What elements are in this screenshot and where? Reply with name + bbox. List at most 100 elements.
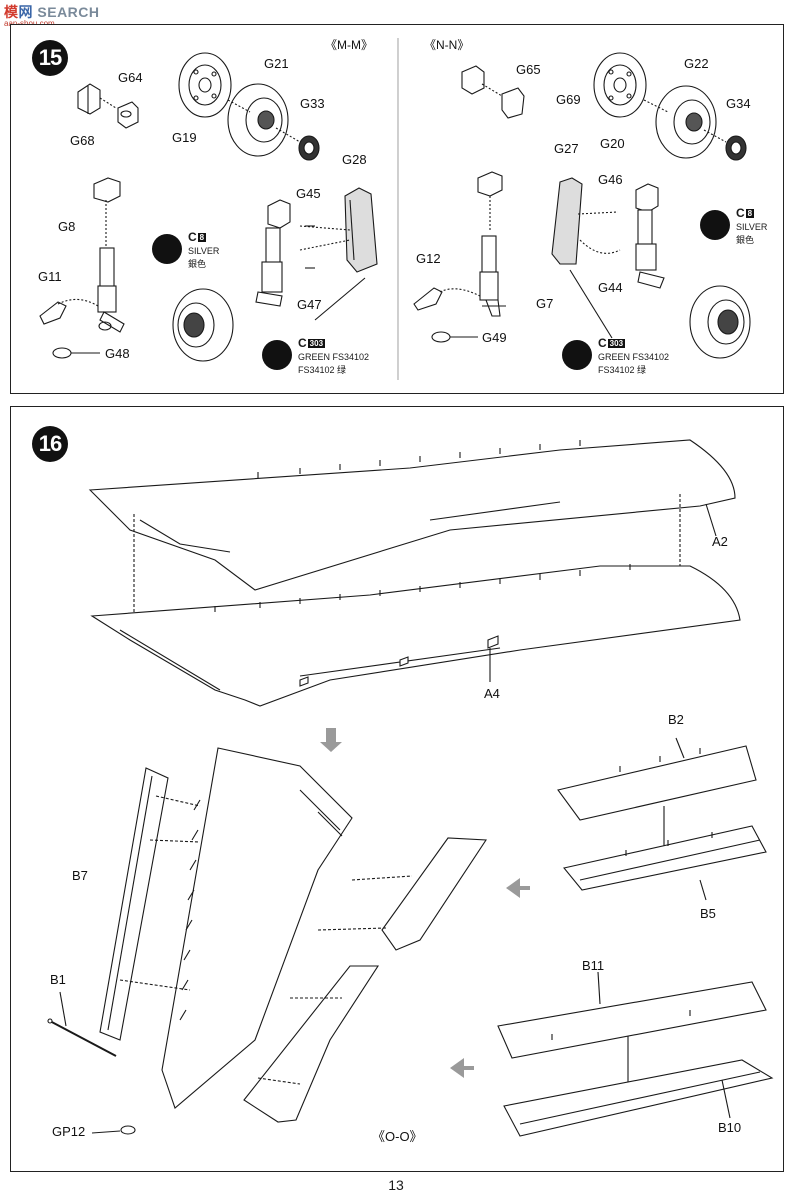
- label-g28: G28: [342, 152, 367, 167]
- part-g34-hubcap: [725, 135, 747, 161]
- arrow-down-icon: [320, 728, 342, 752]
- paint-brush-icon: [262, 340, 292, 370]
- part-g28-door: [344, 187, 378, 273]
- label-g68: G68: [70, 133, 95, 148]
- part-b2-panel: [557, 745, 757, 821]
- part-g8-strut: [93, 177, 125, 333]
- label-g48: G48: [105, 346, 130, 361]
- paint-name-cn: 銀色: [188, 259, 207, 269]
- part-g12-link: [413, 287, 481, 311]
- label-g8: G8: [58, 219, 76, 234]
- label-g65: G65: [516, 62, 541, 77]
- step-16-number: 16: [32, 426, 68, 462]
- page-number: 13: [388, 1177, 404, 1193]
- label-g47: G47: [297, 297, 322, 312]
- part-g33-hubcap: [298, 135, 320, 161]
- label-g11: G11: [38, 269, 62, 284]
- paint-name: SILVER: [736, 222, 768, 232]
- part-g11-link: [39, 298, 99, 325]
- paint-code: C: [736, 206, 745, 220]
- assembly-arrows: [320, 728, 530, 1078]
- part-g65-bracket: [461, 65, 485, 95]
- paint-code: C: [598, 336, 607, 350]
- label-a4: A4: [484, 686, 500, 701]
- watermark-logo: 模网 SEARCH: [4, 2, 100, 22]
- part-b10-panel: [503, 1059, 774, 1137]
- part-b5-panel: [563, 825, 767, 891]
- part-a2-upper-wing: [88, 439, 736, 591]
- label-g19: G19: [172, 130, 197, 145]
- watermark-brand-b: 网: [18, 4, 33, 20]
- arrow-left-icon: [506, 878, 530, 898]
- paint-brush-icon: [700, 210, 730, 240]
- step-15-number: 15: [32, 40, 68, 76]
- label-g7: G7: [536, 296, 554, 311]
- watermark-brand-a: 模: [4, 4, 19, 20]
- part-g21-hub: [178, 52, 232, 118]
- part-g69-bracket: [501, 87, 525, 119]
- paint-name-cn: FS34102 绿: [298, 365, 347, 375]
- watermark-text: SEARCH: [37, 4, 100, 20]
- label-b10: B10: [718, 1120, 742, 1135]
- paint-brush-icon: [152, 234, 182, 264]
- part-aileron-lower: [243, 965, 380, 1123]
- part-aileron-upper: [381, 837, 487, 951]
- arrow-left-icon: [450, 1058, 474, 1078]
- part-g22-hub: [593, 52, 647, 118]
- paint-name: GREEN FS34102: [298, 352, 370, 362]
- label-g22: G22: [684, 56, 709, 71]
- label-g64: G64: [118, 70, 143, 85]
- part-main-gear-assembly-right: [635, 183, 751, 359]
- label-g49: G49: [482, 330, 507, 345]
- paint-name-cn: FS34102 绿: [598, 365, 647, 375]
- part-g27-door: [551, 177, 583, 265]
- section-label-n-n: 《N-N》: [424, 38, 470, 52]
- section-label-m-m: 《M-M》: [325, 38, 373, 52]
- label-b7: B7: [72, 868, 88, 883]
- paint-code: C: [298, 336, 307, 350]
- part-g64-bracket: [117, 101, 139, 129]
- part-a4-lower-wing: [90, 564, 741, 707]
- label-g34: G34: [726, 96, 751, 111]
- paint-name-cn: 銀色: [736, 235, 755, 245]
- part-g20-tire: [655, 85, 717, 159]
- label-g46: G46: [598, 172, 623, 187]
- paint-code: C: [188, 230, 197, 244]
- part-main-gear-assembly-left: [172, 199, 291, 362]
- part-gp12: [120, 1125, 136, 1135]
- part-b7-flap: [99, 767, 169, 1041]
- label-b11: B11: [582, 958, 605, 973]
- watermark-site: aan-shou.com: [4, 19, 55, 28]
- label-g44: G44: [598, 280, 623, 295]
- paint-name: GREEN FS34102: [598, 352, 670, 362]
- step-15-panel: [10, 24, 784, 394]
- part-g19-tire: [227, 83, 289, 157]
- label-g33: G33: [300, 96, 325, 111]
- paint-number: 303: [607, 339, 626, 349]
- paint-number: 8: [197, 233, 207, 243]
- label-gp12: GP12: [52, 1124, 86, 1139]
- part-g68-bracket: [77, 83, 101, 115]
- paint-name: SILVER: [188, 246, 220, 256]
- part-g7-strut: [477, 171, 503, 317]
- label-g12: G12: [416, 251, 441, 266]
- label-b1: B1: [50, 972, 66, 987]
- label-g45: G45: [296, 186, 321, 201]
- part-b1-rod: [47, 1018, 117, 1057]
- label-g69: G69: [556, 92, 581, 107]
- label-g27: G27: [554, 141, 579, 156]
- label-a2: A2: [712, 534, 728, 549]
- paint-brush-icon: [562, 340, 592, 370]
- section-label-o-o: 《O-O》: [372, 1129, 423, 1144]
- label-g20: G20: [600, 136, 625, 151]
- label-g21: G21: [264, 56, 289, 71]
- paint-number: 303: [307, 339, 326, 349]
- label-b2: B2: [668, 712, 684, 727]
- part-b11-panel: [497, 981, 767, 1059]
